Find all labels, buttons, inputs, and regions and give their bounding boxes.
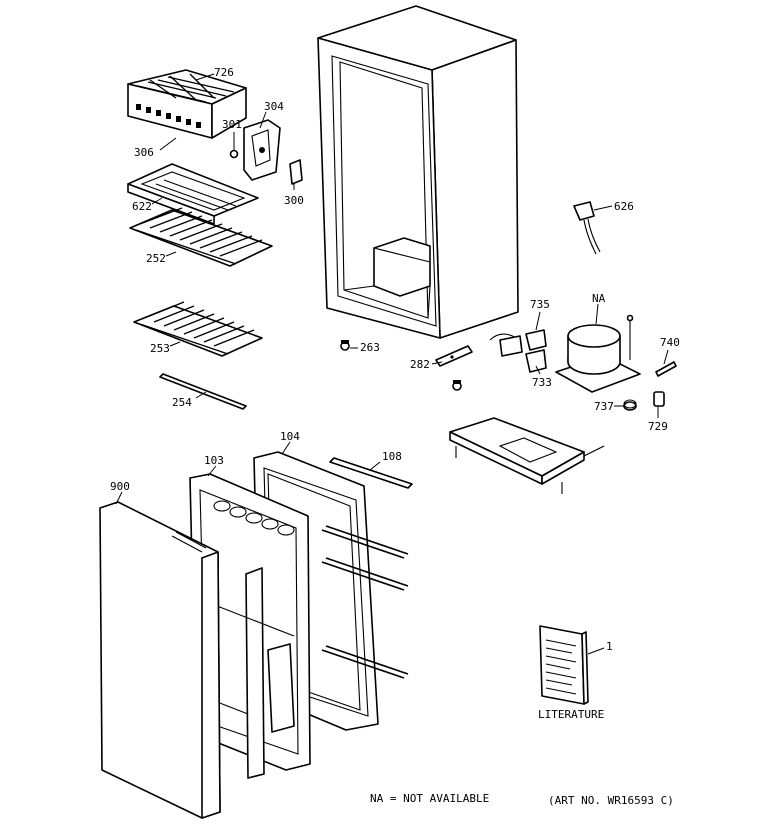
label-726: 726 xyxy=(214,66,234,79)
leader-lines xyxy=(115,73,669,655)
leveling-leg xyxy=(340,340,350,351)
label-1: 1 xyxy=(606,640,613,653)
label-254: 254 xyxy=(172,396,192,409)
door-liner xyxy=(189,473,311,779)
part-labels: 726 304 301 306 300 622 252 253 254 263 … xyxy=(110,66,680,653)
relay xyxy=(489,329,547,373)
label-253: 253 xyxy=(150,342,170,355)
label-103: 103 xyxy=(204,454,224,467)
label-306: 306 xyxy=(134,146,154,159)
overload-protector xyxy=(573,201,601,255)
art-number: (ART NO. WR16593 C) xyxy=(548,794,674,807)
label-263: 263 xyxy=(360,341,380,354)
label-na: NA xyxy=(592,292,606,305)
literature-label: LITERATURE xyxy=(538,708,604,721)
outer-door xyxy=(99,501,221,819)
label-740: 740 xyxy=(660,336,680,349)
shelf-rod xyxy=(159,373,247,410)
clip xyxy=(655,361,677,377)
label-304: 304 xyxy=(264,100,284,113)
label-900: 900 xyxy=(110,480,130,493)
label-301: 301 xyxy=(222,118,242,131)
thermostat-bracket xyxy=(229,119,303,185)
label-626: 626 xyxy=(614,200,634,213)
shelf-upper xyxy=(129,207,273,267)
cabinet xyxy=(317,5,519,339)
literature-booklet xyxy=(539,625,589,705)
label-252: 252 xyxy=(146,252,166,265)
compressor-grommet xyxy=(623,399,637,411)
label-104: 104 xyxy=(280,430,300,443)
freezer-compartment xyxy=(127,69,247,139)
drip-tray xyxy=(127,163,259,225)
machine-base-pan xyxy=(449,417,605,494)
door-rails xyxy=(321,457,413,679)
label-108: 108 xyxy=(382,450,402,463)
label-735: 735 xyxy=(530,298,550,311)
label-622: 622 xyxy=(132,200,152,213)
shelf-lower xyxy=(133,301,263,357)
compressor xyxy=(555,314,641,393)
footnote-na: NA = NOT AVAILABLE xyxy=(370,792,489,805)
label-737: 737 xyxy=(594,400,614,413)
hinge-bracket xyxy=(435,345,473,391)
label-300: 300 xyxy=(284,194,304,207)
label-733: 733 xyxy=(532,376,552,389)
capacitor xyxy=(653,391,665,407)
label-282: 282 xyxy=(410,358,430,371)
label-729: 729 xyxy=(648,420,668,433)
